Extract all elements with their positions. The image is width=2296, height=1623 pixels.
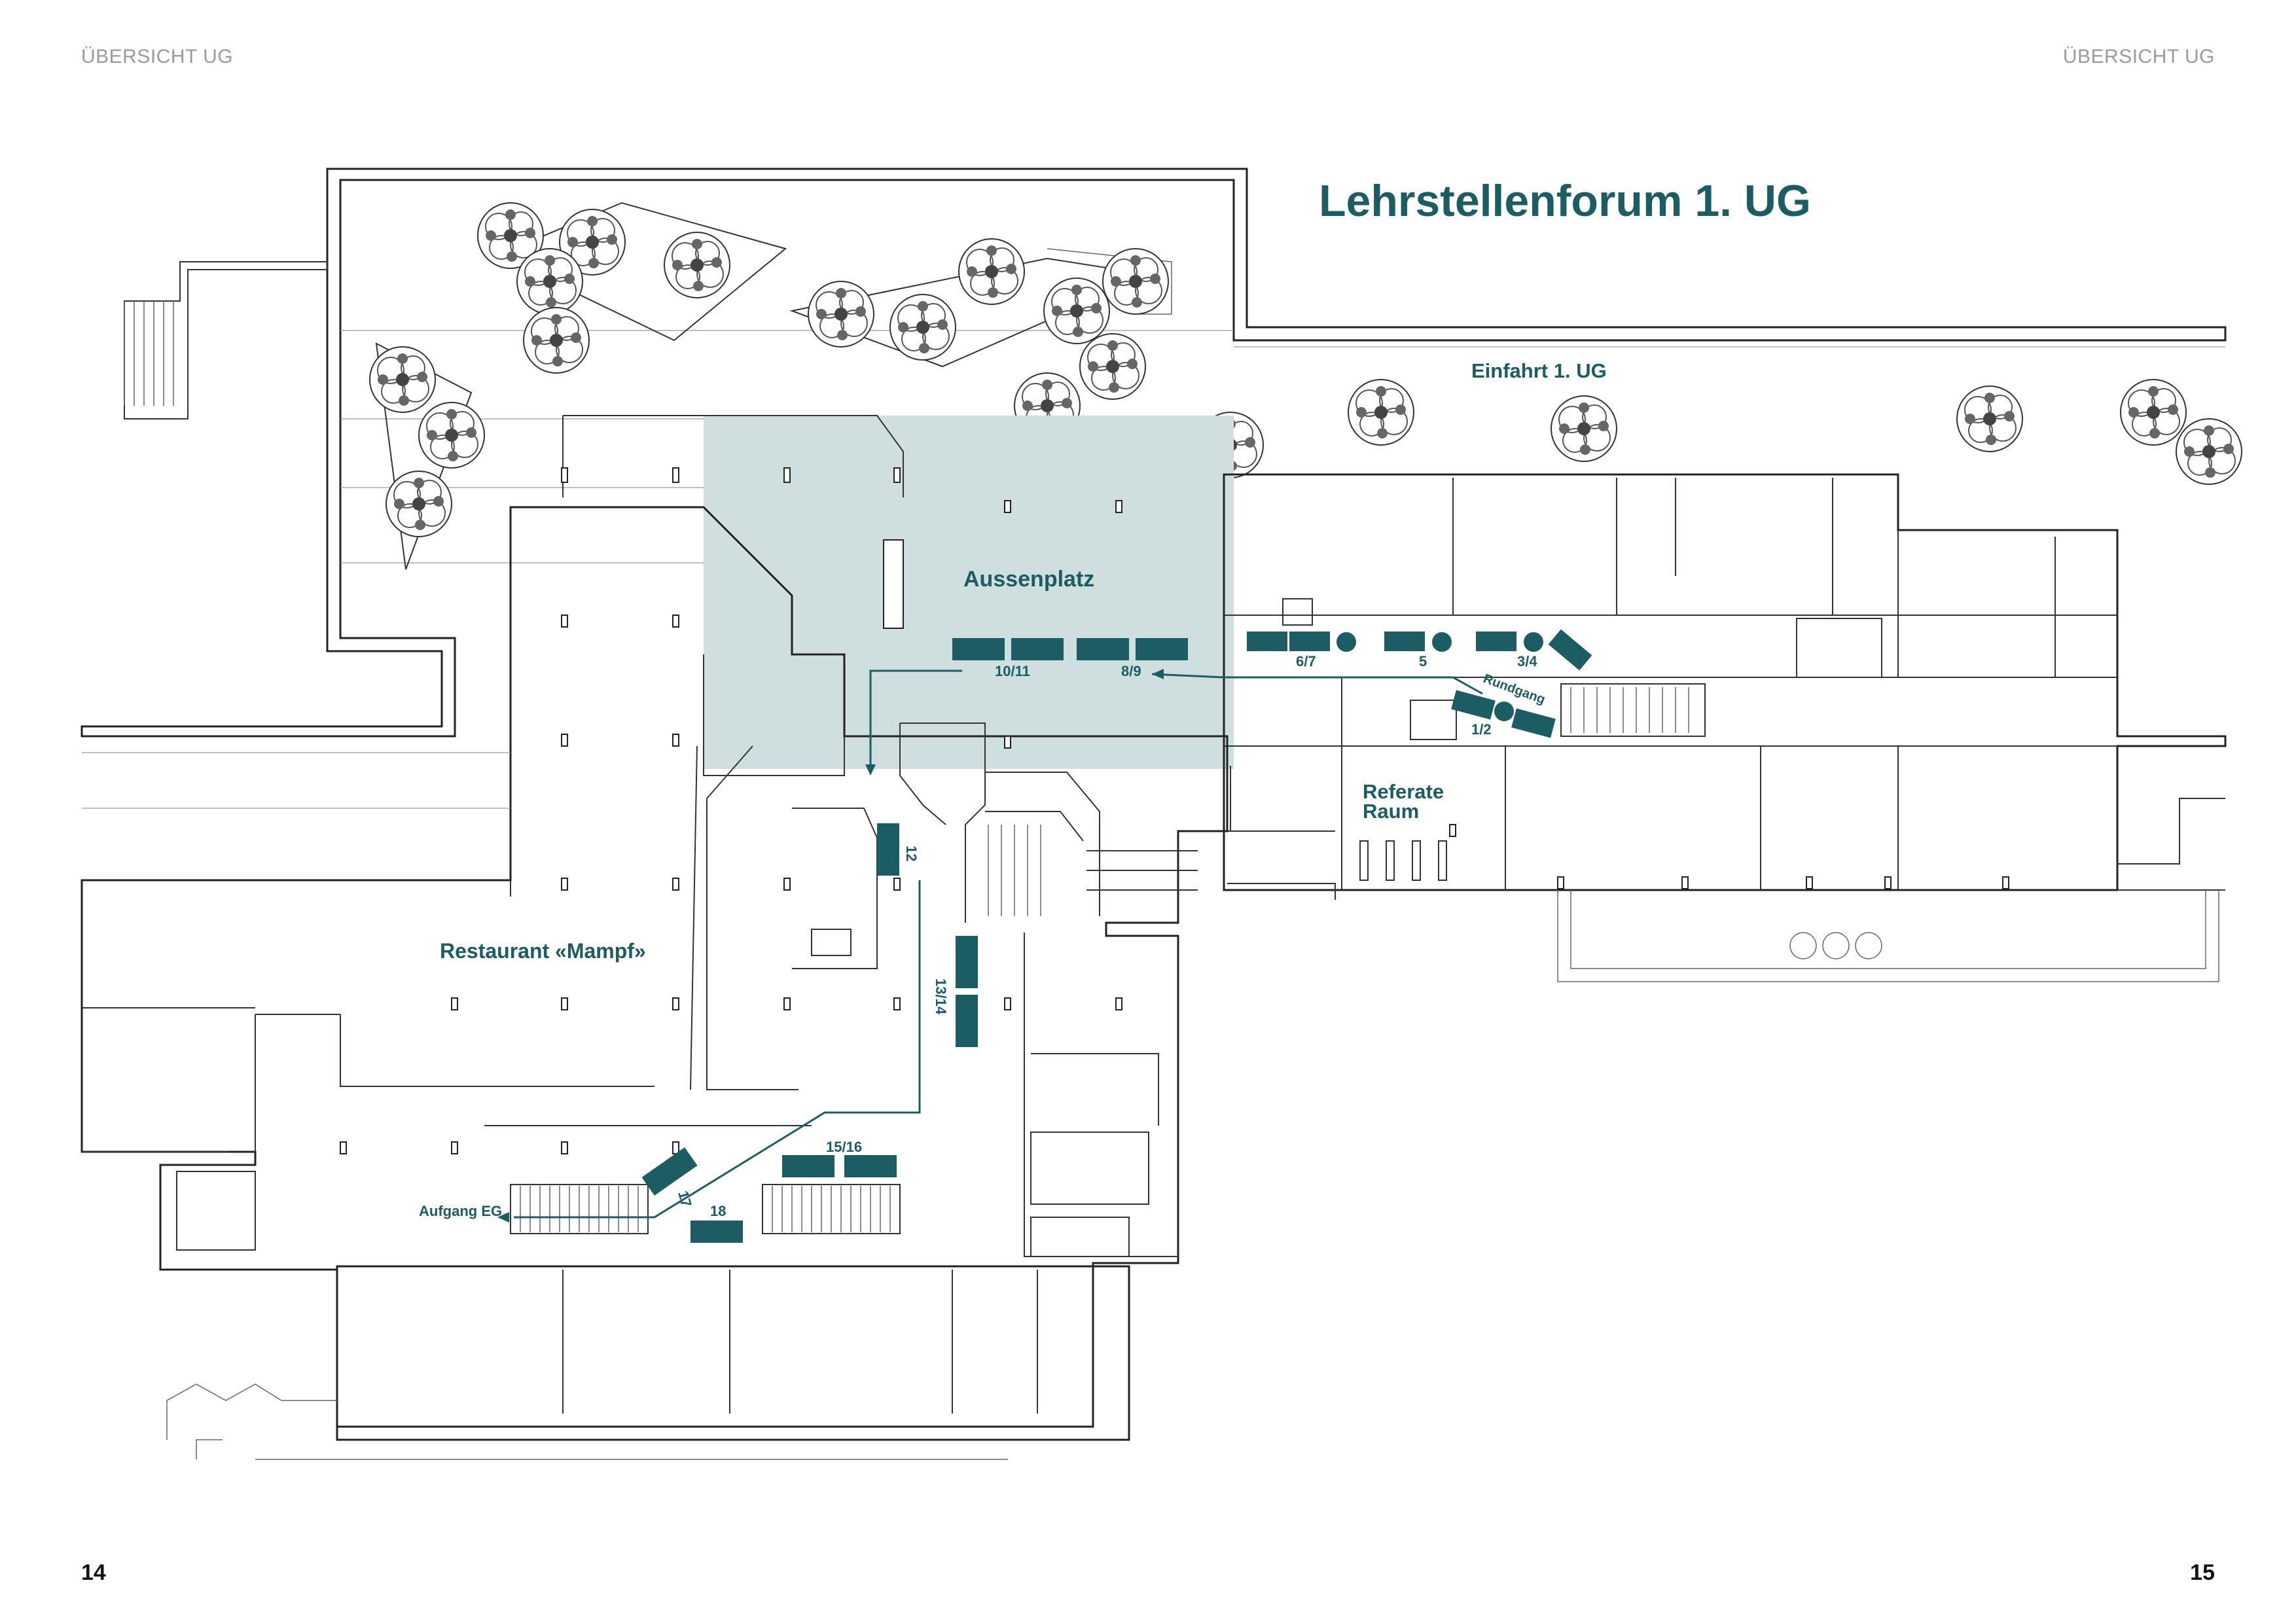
label-referate-2: Raum [1363, 800, 1419, 823]
stand-label-1-2: 1/2 [1471, 721, 1492, 738]
stand-label-8-9: 8/9 [1121, 663, 1141, 679]
page-number-right: 15 [2190, 1560, 2215, 1585]
label-einfahrt: Einfahrt 1. UG [1471, 359, 1607, 382]
stand-label-13-14: 13/14 [933, 978, 949, 1015]
stand-label-12: 12 [903, 846, 920, 861]
stand-label-15-16: 15/16 [826, 1139, 862, 1155]
label-referate-1: Referate [1363, 780, 1444, 803]
stands [641, 629, 1592, 1243]
stand-label-10-11: 10/11 [995, 663, 1030, 679]
stand-label-17: 17 [675, 1189, 694, 1209]
stand-label-6-7: 6/7 [1296, 653, 1316, 669]
pillars [340, 467, 2009, 1154]
building-walls [81, 415, 2227, 1460]
aussenplatz-area [704, 416, 1234, 769]
label-aufgang: Aufgang EG [419, 1203, 502, 1219]
map-title: Lehrstellenforum 1. UG [1319, 176, 1811, 226]
label-aussenplatz: Aussenplatz [963, 567, 1094, 592]
trees [369, 202, 2242, 537]
header-left: ÜBERSICHT UG [81, 46, 234, 67]
stand-label-5: 5 [1419, 653, 1427, 669]
stand-label-3-4: 3/4 [1517, 653, 1537, 669]
label-restaurant: Restaurant «Mampf» [440, 939, 646, 963]
referate-seating [1359, 840, 1447, 881]
visitor-route [497, 669, 1483, 1222]
page-number-left: 14 [81, 1560, 106, 1585]
stand-label-18: 18 [710, 1203, 726, 1219]
header-right: ÜBERSICHT UG [2062, 46, 2215, 67]
